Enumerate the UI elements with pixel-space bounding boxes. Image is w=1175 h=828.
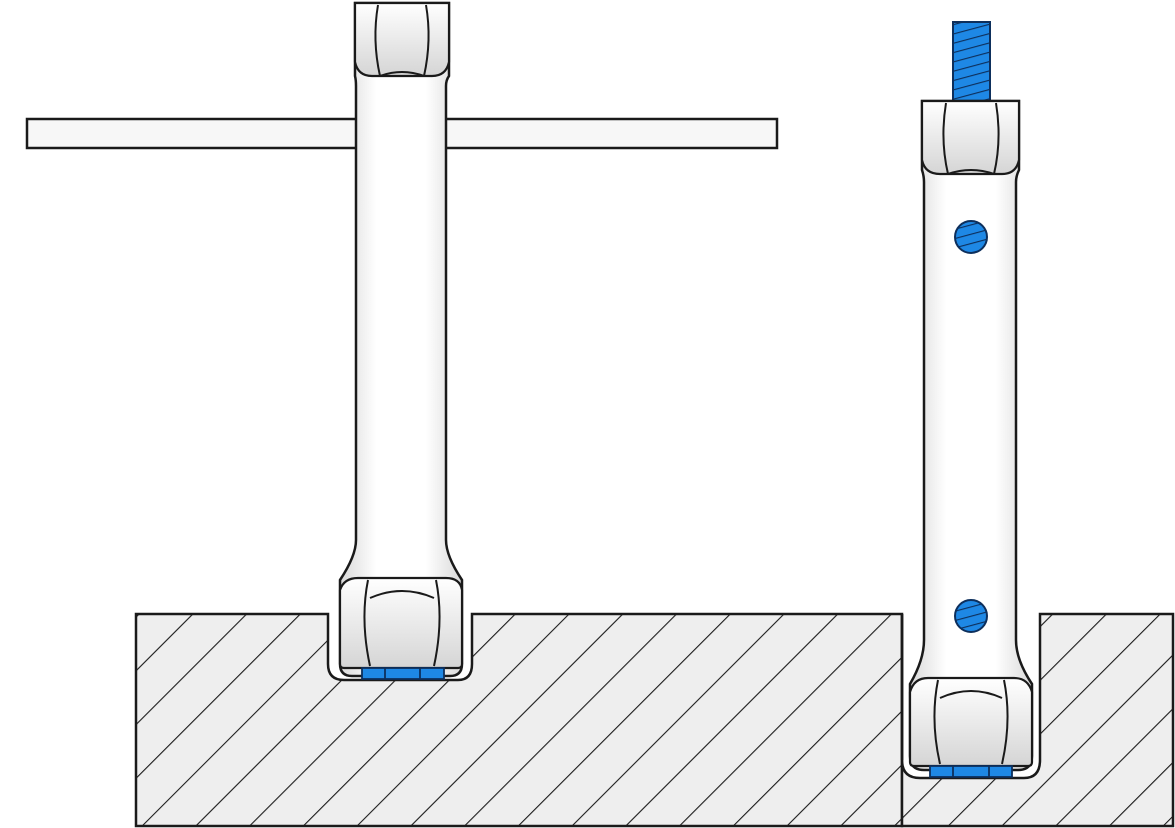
pin-hole-upper [954,220,988,254]
threaded-rod [952,21,991,103]
t-handle-wrench [25,1,779,680]
right-wrench-bottom-socket [908,676,1034,768]
left-wrench-top-socket [353,1,451,78]
workpiece [134,612,1175,828]
pin-hole-lower [954,599,988,633]
workpiece-left-block [134,612,904,828]
right-wrench-tube [908,99,1034,772]
right-wrench-top-socket [920,99,1021,176]
right-wrench-nut [929,765,1013,778]
workpiece-right-block [900,612,1175,828]
left-wrench-nut [361,667,445,680]
left-wrench-tube [338,1,464,678]
left-wrench-bottom-socket [338,576,464,670]
right-wrench [908,21,1034,778]
